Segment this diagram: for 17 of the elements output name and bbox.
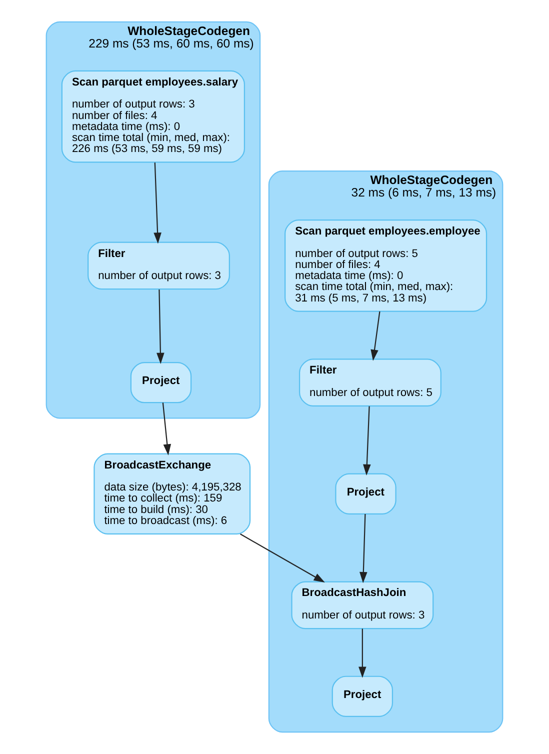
node-box: Filter number of output rows: 5 — [298, 358, 442, 406]
arrow — [370, 311, 380, 361]
node-box: BroadcastExchange data size (bytes): 4,195,328 time to collect (ms): 159 time to build (ms): 30 time to broadcast (ms): 6 — [94, 453, 251, 534]
arrow — [162, 402, 172, 456]
arrow — [358, 628, 366, 678]
node-box: Scan parquet employees.salary number of output rows: 3 number of files: 4 metadata time (ms): 0 scan time total (min, med, max): 226 ms (53 ms, 59 ms, 59 ms) — [61, 70, 245, 163]
arrow — [240, 534, 325, 583]
arrow — [154, 162, 162, 244]
arrow — [156, 289, 164, 364]
node-box: Project — [332, 676, 394, 717]
node-box: Scan parquet employees.employee number of output rows: 5 number of files: 4 metadata time (ms): 0 scan time total (min, med, max): 31 ms (5 ms, 7 ms, 13 ms) — [284, 220, 488, 312]
node-box: BroadcastHashJoin number of output rows: 3 — [291, 581, 434, 630]
arrow — [360, 514, 368, 584]
arrow — [363, 406, 371, 476]
node-box: Filter number of output rows: 3 — [88, 242, 230, 290]
node-box: Project — [335, 473, 396, 514]
node-box: Project — [130, 362, 192, 404]
